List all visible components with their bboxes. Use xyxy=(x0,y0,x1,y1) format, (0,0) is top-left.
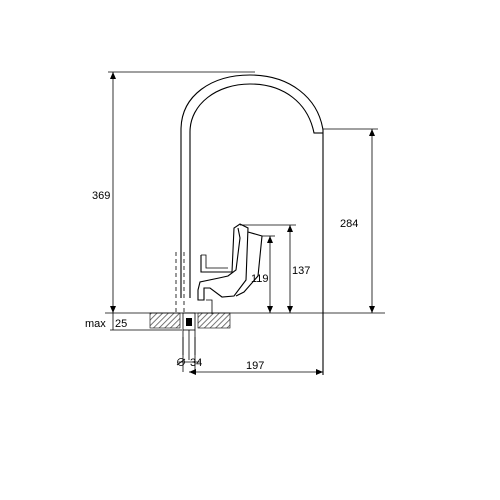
spout-outer-line xyxy=(180,74,324,375)
max-label: max xyxy=(85,318,106,330)
deck-right-section xyxy=(197,312,231,329)
diameter-symbol xyxy=(177,358,185,366)
lever-height-max-label: 137 xyxy=(292,265,310,277)
deck-mount-nut xyxy=(186,318,192,326)
spout-inner-line xyxy=(189,83,318,298)
reach-label: 197 xyxy=(246,360,264,372)
lever-handle xyxy=(197,223,249,301)
hole-diameter-label: 34 xyxy=(190,357,202,369)
faucet-outline xyxy=(175,74,324,375)
lever-height-label: 119 xyxy=(251,273,269,285)
dimension-lines xyxy=(105,71,385,375)
total-height-label: 369 xyxy=(92,190,110,202)
lever-arm xyxy=(235,231,263,297)
lever-joint xyxy=(201,254,228,269)
deck xyxy=(149,312,231,360)
deck-thickness-label: 25 xyxy=(115,318,127,330)
deck-left-section xyxy=(149,312,181,329)
lever-base xyxy=(206,299,213,314)
spout-height-label: 284 xyxy=(340,218,358,230)
